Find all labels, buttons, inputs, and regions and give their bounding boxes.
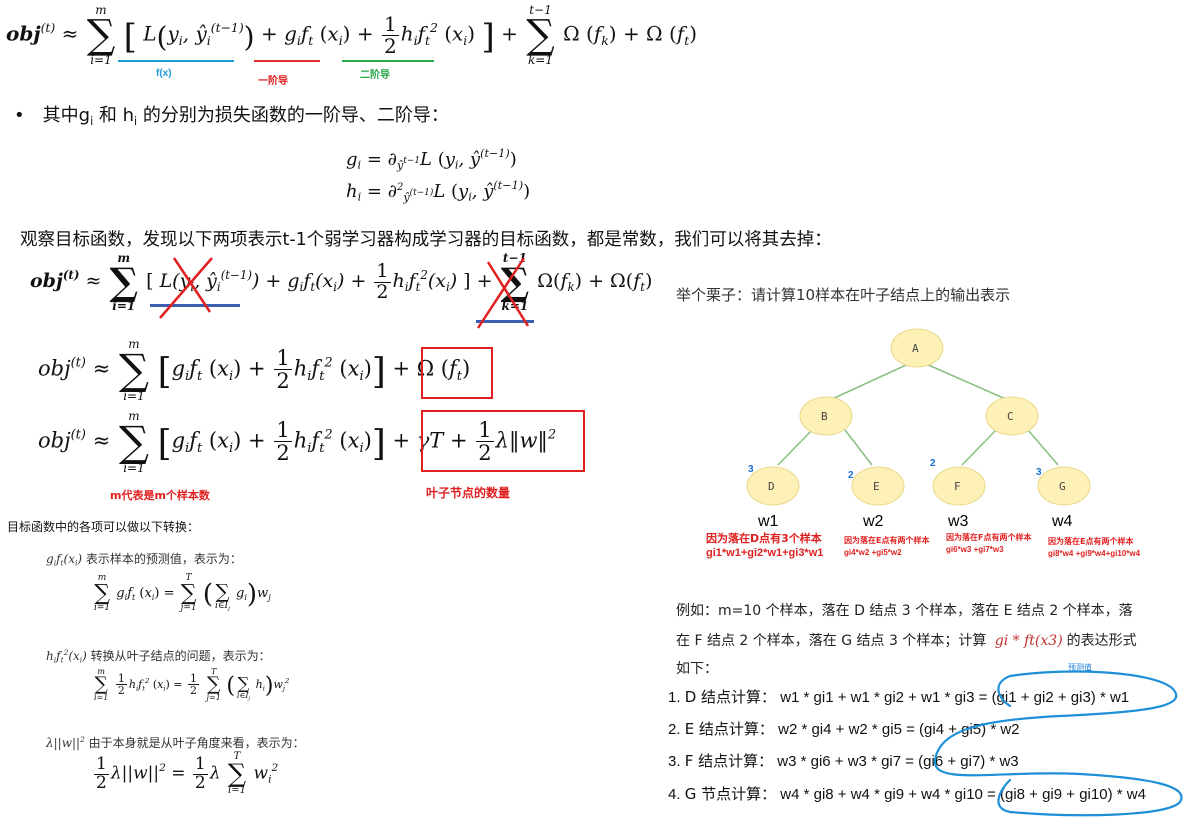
transform-item1: gift(xi) 表示样本的预测值，表示为： <box>46 552 242 568</box>
caption-e-line2: gi4*w2 +gi5*w2 <box>844 548 902 557</box>
step-2: 2. E 结点计算： w2 * gi4 + w2 * gi5 = (gi4 + … <box>668 718 1020 739</box>
bullet-line: •其中gi 和 hi 的分别为损失函数的一阶导、二阶导： <box>14 105 449 128</box>
transform-item2: hift2(xi) 转换从叶子结点的问题，表示为： <box>46 647 271 665</box>
node-c <box>985 396 1039 436</box>
fx-label: f(x) <box>156 68 172 79</box>
node-d <box>746 466 800 506</box>
caption-d: 因为落在D点有3个样本 gi1*w1+gi2*w1+gi3*w1 <box>706 531 823 561</box>
formula-crossed: obj(t) ≈ m∑i=1 [ L(yi, ŷi(t−1)) + gift(x… <box>30 251 653 314</box>
step-4-expr: w4 * gi8 + w4 * gi9 + w4 * gi10 = (gi8 +… <box>780 786 1146 803</box>
node-b-label: B <box>821 410 828 423</box>
node-a-label: A <box>912 342 919 355</box>
caption-g-line1: 因为落在E点有两个样本 <box>1048 537 1134 546</box>
formula-crossed-lhs-sup: (t) <box>62 267 80 282</box>
caption-f: 因为落在F点有两个样本 gi6*w3 +gi7*w3 <box>946 532 1031 556</box>
node-e-label: E <box>873 480 880 493</box>
node-g <box>1037 466 1091 506</box>
caption-g: 因为落在E点有两个样本 gi8*w4 +gi9*w4+gi10*w4 <box>1048 536 1140 560</box>
caption-d-line1: 因为落在D点有3个样本 <box>706 532 822 545</box>
pred-label: 预测值 <box>1068 663 1092 672</box>
step-4: 4. G 节点计算： w4 * gi8 + w4 * gi9 + w4 * gi… <box>668 783 1146 804</box>
leaf-note: 叶子节点的数量 <box>426 486 511 500</box>
formula-lhs-sup: (t) <box>40 19 56 35</box>
caption-f-line2: gi6*w3 +gi7*w3 <box>946 545 1004 554</box>
crossed-underline-2 <box>476 320 534 323</box>
formula-lhs: obj <box>6 21 41 46</box>
step-2-expr: w2 * gi4 + w2 * gi5 = (gi4 + gi5) * w2 <box>778 721 1020 738</box>
node-a <box>890 328 944 368</box>
example-expr: gi * ft(x3) <box>994 633 1063 649</box>
leaf-count-f: 2 <box>930 458 936 469</box>
step-4-num: 4. <box>668 786 681 803</box>
transform-eq1: m∑i=1 gift (xi) = T∑j=1 ( ∑i∈Ij gi)wj <box>94 573 271 613</box>
edge-c-g <box>1027 429 1059 466</box>
step-1: 1. D 结点计算： w1 * gi1 + w1 * gi2 + w1 * gi… <box>668 686 1129 707</box>
step-3-num: 3. <box>668 753 681 770</box>
h-underline <box>342 60 434 62</box>
leaf-count-g: 3 <box>1036 467 1042 478</box>
step-1-num: 1. <box>668 689 681 706</box>
h-label: 二阶导 <box>360 70 390 81</box>
weight-w2: w2 <box>862 513 884 530</box>
example-title: 举个栗子：请计算10样本在叶子结点上的输出表示 <box>676 286 1011 304</box>
edge-a-b <box>829 359 918 401</box>
step-1-expr: w1 * gi1 + w1 * gi2 + w1 * gi3 = (gi1 + … <box>780 689 1130 706</box>
step-3-expr: w3 * gi6 + w3 * gi7 = (gi6 + gi7) * w3 <box>777 753 1019 770</box>
gi-definition: gi = ∂ŷt−1L (yi, ŷ(t−1)) <box>346 147 517 172</box>
step-3-name: F 结点计算： <box>684 752 774 770</box>
node-e <box>851 466 905 506</box>
bullet-dot: • <box>14 105 25 126</box>
step-2-name: E 结点计算： <box>684 720 774 738</box>
caption-g-line2: gi8*w4 +gi9*w4+gi10*w4 <box>1048 549 1141 558</box>
example-para-line1: 例如：m=10 个样本，落在 D 结点 3 个样本，落在 E 结点 2 个样本，… <box>676 603 1133 619</box>
crossed-underline-1 <box>150 304 240 307</box>
formula-top: obj(t) ≈ m∑i=1 [ L(yi, ŷi(t−1)) + gift (… <box>6 3 698 67</box>
step-1-name: D 结点计算： <box>684 688 777 706</box>
edge-b-e <box>844 429 873 466</box>
fx-underline <box>118 60 234 62</box>
node-c-label: C <box>1007 410 1014 423</box>
g-underline <box>254 60 320 62</box>
leaf-count-d: 3 <box>748 464 754 475</box>
node-d-label: D <box>768 480 775 493</box>
g-label: 一阶导 <box>258 76 288 87</box>
caption-e: 因为落在E点有两个样本 gi4*w2 +gi5*w2 <box>844 535 929 559</box>
m-note: m代表是m个样本数 <box>110 489 210 502</box>
weight-w1: w1 <box>757 513 779 530</box>
edge-c-f <box>961 429 997 466</box>
example-para-line3: 如下： <box>676 661 718 677</box>
edge-b-d <box>777 429 813 466</box>
node-g-label: G <box>1059 480 1066 493</box>
step-2-num: 2. <box>668 721 681 738</box>
tree-diagram: A B C D E F G 3 2 2 3 w1 w2 w3 w4 <box>746 328 1091 530</box>
weight-w3: w3 <box>947 513 969 530</box>
formula-crossed-lhs: obj <box>30 270 63 293</box>
caption-f-line1: 因为落在F点有两个样本 <box>946 533 1032 542</box>
caption-e-line1: 因为落在E点有两个样本 <box>844 536 930 545</box>
node-f <box>932 466 986 506</box>
node-f-label: F <box>954 480 961 493</box>
weight-w4: w4 <box>1051 513 1073 530</box>
edge-a-c <box>916 359 1009 401</box>
caption-d-line2: gi1*w1+gi2*w1+gi3*w1 <box>706 547 824 559</box>
transform-intro: 目标函数中的各项可以做以下转换： <box>7 520 200 534</box>
omega-box <box>421 347 493 399</box>
example-para-line2: 在 F 结点 2 个样本，落在 G 结点 3 个样本；计算 gi * ft(x3… <box>676 633 1137 649</box>
transform-item3: λ||w||2 由于本身就是从叶子角度来看，表示为： <box>46 734 305 750</box>
leaf-count-e: 2 <box>848 470 854 481</box>
step-4-name: G 节点计算： <box>684 785 777 803</box>
hi-definition: hi = ∂2ŷ(t−1)L (yi, ŷ(t−1)) <box>346 179 531 204</box>
gamma-box <box>421 410 585 472</box>
node-b <box>799 396 853 436</box>
observe-line: 观察目标函数，发现以下两项表示t-1个弱学习器构成学习器的目标函数，都是常数，我… <box>20 230 832 250</box>
step-3: 3. F 结点计算： w3 * gi6 + w3 * gi7 = (gi6 + … <box>668 750 1019 771</box>
